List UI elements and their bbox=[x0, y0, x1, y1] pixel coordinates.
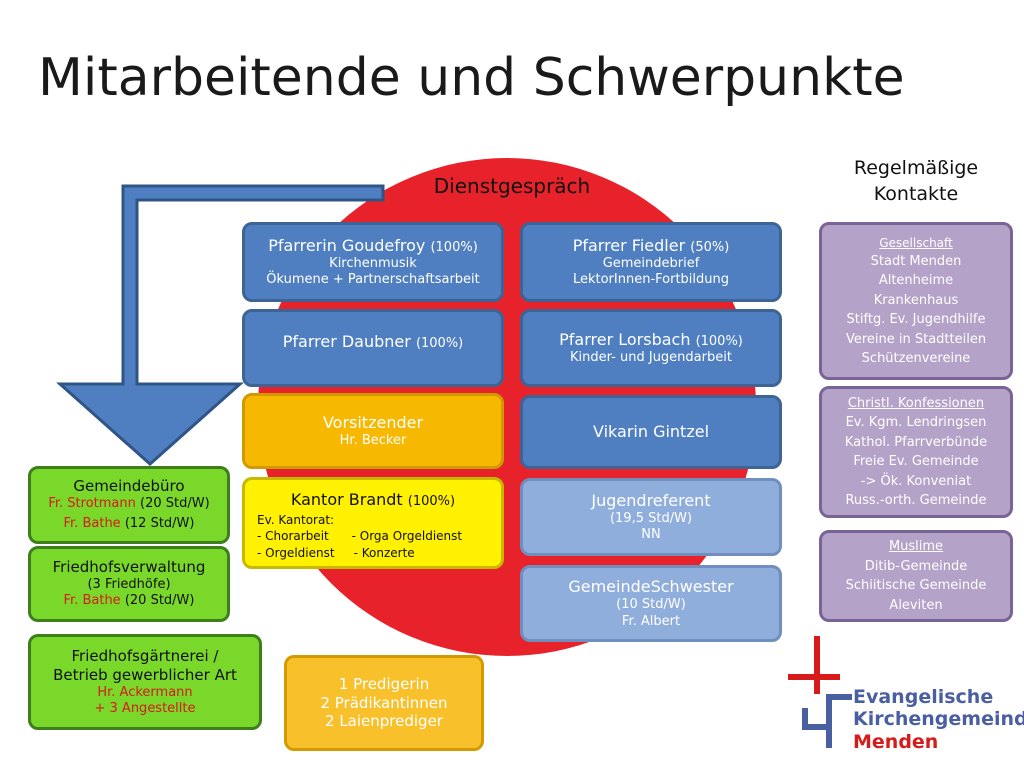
slide-title: Mitarbeitende und Schwerpunkte bbox=[38, 48, 905, 108]
staff-name: Pfarrerin Goudefroy bbox=[268, 235, 426, 255]
contact-item: Vereine in Stadtteilen bbox=[845, 331, 987, 347]
contact-item: Ditib-Gemeinde bbox=[864, 558, 968, 574]
staff-name: GemeindeSchwester bbox=[568, 577, 734, 597]
staff-vikarin: Vikarin Gintzel bbox=[520, 395, 782, 469]
vorsitzender-box: Vorsitzender Hr. Becker bbox=[242, 393, 504, 469]
logo-line: Evangelische bbox=[853, 686, 994, 708]
contact-item: Ev. Kgm. Lendringsen bbox=[845, 415, 987, 430]
kantor-detail: Ev. Kantorat: bbox=[257, 513, 335, 528]
staff-task: Hr. Becker bbox=[339, 432, 407, 448]
staff-task: (19,5 Std/W) bbox=[609, 510, 693, 526]
contacts-konfessionen: Christl. Konfessionen Ev. Kgm. Lendrings… bbox=[819, 386, 1013, 518]
friedhofsverwaltung-box: Friedhofsverwaltung (3 Friedhöfe) Fr. Ba… bbox=[28, 546, 230, 622]
box-title: Betrieb gewerblicher Art bbox=[53, 665, 237, 684]
staff-name: Jugendreferent bbox=[591, 490, 711, 510]
staff-fiedler: Pfarrer Fiedler (50%) Gemeindebrief Lekt… bbox=[520, 222, 782, 302]
contact-item: Stadt Menden bbox=[870, 253, 962, 269]
contact-item: Freie Ev. Gemeinde bbox=[853, 454, 979, 469]
staff-jugendreferent: Jugendreferent (19,5 Std/W) NN bbox=[520, 478, 782, 556]
staff-gemeindeschwester: GemeindeSchwester (10 Std/W) Fr. Albert bbox=[520, 565, 782, 642]
logo-line: Kirchengemeinde bbox=[853, 708, 1024, 731]
contact-item: -> Ök. Konveniat bbox=[860, 473, 972, 489]
contacts-header-line: Regelmäßige bbox=[853, 157, 979, 179]
contact-item: Russ.-orth. Gemeinde bbox=[845, 493, 987, 508]
contact-item: Aleviten bbox=[889, 597, 943, 613]
person-name: Hr. Ackermann bbox=[97, 684, 193, 700]
prediger-box: 1 Predigerin 2 Prädikantinnen 2 Laienpre… bbox=[284, 655, 484, 751]
staff-name: Kantor Brandt bbox=[290, 490, 403, 509]
staff-percent: (100%) bbox=[430, 239, 478, 255]
staff-percent: (50%) bbox=[690, 239, 730, 255]
contacts-header: Regelmäßige Kontakte bbox=[826, 156, 1006, 207]
box-subtitle: (3 Friedhöfe) bbox=[87, 577, 171, 593]
circle-label: Dienstgespräch bbox=[433, 174, 591, 198]
contacts-group-title: Gesellschaft bbox=[879, 235, 953, 250]
person-name: + 3 Angestellte bbox=[94, 700, 196, 716]
staff-task: (10 Std/W) bbox=[616, 597, 686, 613]
staff-lorsbach: Pfarrer Lorsbach (100%) Kinder- und Juge… bbox=[520, 309, 782, 387]
prediger-line: 1 Predigerin bbox=[338, 674, 430, 693]
logo-line: Menden bbox=[853, 730, 939, 753]
hours: (20 Std/W) bbox=[120, 593, 195, 609]
person-name: Fr. Bathe bbox=[63, 593, 121, 609]
contacts-header-line: Kontakte bbox=[873, 182, 959, 205]
prediger-line: 2 Laienprediger bbox=[325, 712, 443, 731]
staff-goudefroy: Pfarrerin Goudefroy (100%) Kirchenmusik … bbox=[242, 222, 504, 302]
church-logo-text: Evangelische Kirchengemeinde Menden bbox=[853, 686, 1024, 753]
contacts-gesellschaft: Gesellschaft Stadt Menden Altenheime Kra… bbox=[819, 222, 1013, 380]
friedhofsgaertnerei-box: Friedhofsgärtnerei / Betrieb gewerbliche… bbox=[28, 634, 262, 730]
box-title: Gemeindebüro bbox=[73, 477, 185, 496]
staff-task: Kinder- und Jugendarbeit bbox=[570, 350, 732, 365]
person-name: Fr. Strotmann bbox=[48, 496, 136, 512]
staff-percent: (100%) bbox=[415, 335, 464, 351]
staff-name: Vorsitzender bbox=[322, 412, 424, 432]
staff-task: NN bbox=[641, 527, 661, 542]
contacts-group-title: Muslime bbox=[888, 539, 944, 554]
staff-percent: (100%) bbox=[695, 333, 743, 349]
contact-item: Stiftg. Ev. Jugendhilfe bbox=[846, 312, 986, 327]
contact-item: Kathol. Pfarrverbünde bbox=[844, 434, 988, 450]
person-name: Fr. Bathe bbox=[63, 516, 121, 532]
contact-item: Altenheime bbox=[878, 273, 954, 288]
contact-item: Schiitische Gemeinde bbox=[845, 578, 987, 593]
staff-daubner: Pfarrer Daubner (100%) bbox=[242, 309, 504, 387]
box-title: Friedhofsgärtnerei / bbox=[71, 647, 219, 665]
staff-task: LektorInnen-Fortbildung bbox=[572, 272, 730, 288]
church-cross-logo-icon bbox=[788, 636, 852, 748]
contact-item: Schützenvereine bbox=[861, 351, 971, 366]
staff-name: Pfarrer Lorsbach bbox=[559, 329, 691, 349]
contact-item: Krankenhaus bbox=[873, 292, 959, 308]
staff-task: Fr. Albert bbox=[621, 613, 681, 629]
staff-name: Vikarin Gintzel bbox=[592, 422, 710, 441]
prediger-line: 2 Prädikantinnen bbox=[320, 693, 448, 712]
contacts-group-title: Christl. Konfessionen bbox=[847, 395, 985, 411]
kantor-detail: - Chorarbeit - Orga Orgeldienst bbox=[257, 529, 463, 544]
staff-name: Pfarrer Fiedler bbox=[572, 235, 686, 255]
contacts-muslime: Muslime Ditib-Gemeinde Schiitische Gemei… bbox=[819, 530, 1013, 622]
kantor-detail: - Orgeldienst - Konzerte bbox=[257, 545, 415, 560]
staff-kantor: Kantor Brandt (100%) Ev. Kantorat: - Cho… bbox=[242, 477, 504, 569]
box-title: Friedhofsverwaltung bbox=[52, 558, 206, 577]
hours: (20 Std/W) bbox=[135, 496, 210, 512]
staff-task: Gemeindebrief bbox=[602, 255, 700, 271]
staff-task: Kirchenmusik bbox=[329, 255, 417, 271]
staff-task: Ökumene + Partnerschaftsarbeit bbox=[266, 272, 480, 288]
gemeindebuero-box: Gemeindebüro Fr. Strotmann (20 Std/W) Fr… bbox=[28, 466, 230, 544]
hours: (12 Std/W) bbox=[120, 516, 195, 532]
staff-percent: (100%) bbox=[407, 494, 456, 509]
staff-name: Pfarrer Daubner bbox=[282, 331, 411, 351]
